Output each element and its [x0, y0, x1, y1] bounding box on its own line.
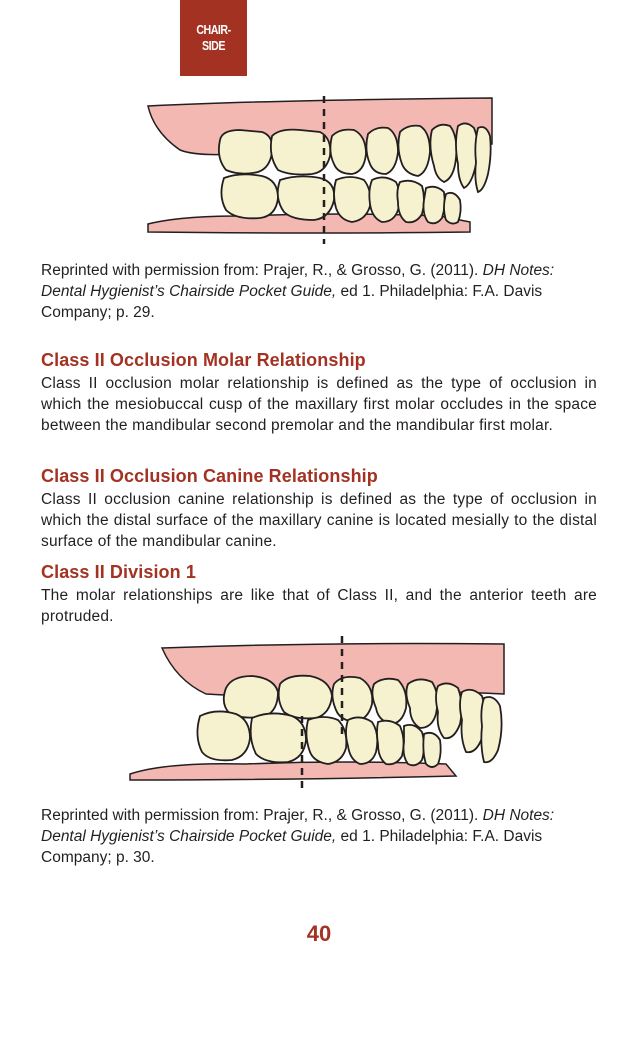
tab-line-1: CHAIR-: [196, 22, 231, 37]
occlusion-figure-1: [147, 96, 493, 244]
figure-1-caption-start: Reprinted with permission from: Prajer, …: [41, 262, 483, 279]
chairside-tab: CHAIR- SIDE: [180, 0, 247, 76]
section-1-heading: Class II Occlusion Molar Relationship: [41, 350, 366, 370]
figure-1-caption: Reprinted with permission from: Prajer, …: [41, 260, 601, 323]
occlusion-figure-2: [129, 636, 505, 790]
section-2-body: Class II occlusion canine relationship i…: [41, 491, 597, 550]
section-1-body: Class II occlusion molar relationship is…: [41, 375, 597, 434]
figure-1-caption-title: DH Notes: Dental Hygienist’s Chairside P…: [41, 262, 555, 300]
figure-2-caption-start: Reprinted with permission from: Prajer, …: [41, 807, 483, 824]
section-2-heading: Class II Occlusion Canine Relationship: [41, 466, 378, 486]
section-3-heading: Class II Division 1: [41, 562, 196, 582]
figure-2-caption-end: ed 1. Philadelphia: F.A. Davis Company; …: [41, 828, 543, 866]
figure-1-caption-end: ed 1. Philadelphia: F.A. Davis Company; …: [41, 283, 543, 321]
tab-line-2: SIDE: [202, 38, 225, 53]
section-3-body: The molar relationships are like that of…: [41, 587, 597, 625]
figure-2-caption-title: DH Notes: Dental Hygienist’s Chairside P…: [41, 807, 555, 845]
page-number: 40: [306, 921, 332, 946]
figure-2-caption: Reprinted with permission from: Prajer, …: [41, 805, 601, 868]
